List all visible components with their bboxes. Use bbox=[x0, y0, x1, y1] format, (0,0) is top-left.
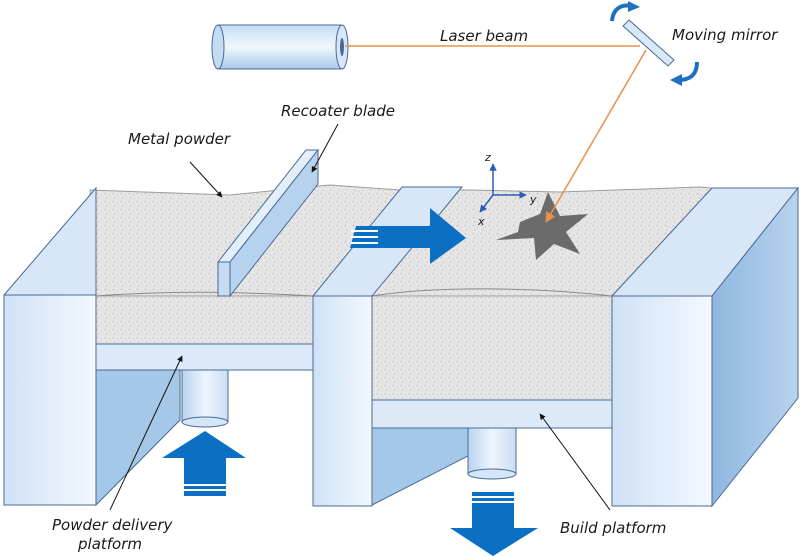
axis-x-label: x bbox=[477, 215, 485, 228]
pointer-powder-delivery bbox=[109, 355, 183, 511]
label-powder-delivery-2: platform bbox=[77, 535, 142, 553]
pointer-recoater-blade bbox=[311, 123, 339, 173]
coordinate-axes: z y x bbox=[477, 151, 537, 228]
laser-source bbox=[211, 24, 349, 70]
left-wall bbox=[3, 186, 97, 506]
right-cavity bbox=[371, 427, 471, 506]
pointer-metal-powder bbox=[189, 161, 223, 198]
right-wall bbox=[610, 186, 800, 508]
powder-delivery-platform bbox=[95, 343, 314, 428]
axis-z-label: z bbox=[484, 151, 491, 164]
axis-y-label: y bbox=[529, 193, 537, 206]
build-platform bbox=[371, 399, 613, 480]
push-up-arrow-icon bbox=[162, 431, 246, 496]
recoater-blade bbox=[216, 148, 320, 298]
push-down-arrow-icon bbox=[450, 492, 538, 556]
spread-arrow-icon bbox=[350, 208, 466, 264]
label-laser-beam: Laser beam bbox=[440, 27, 528, 45]
label-powder-delivery-1: Powder delivery bbox=[52, 516, 174, 534]
pointer-build-platform bbox=[539, 413, 611, 511]
laser-beam-down bbox=[545, 49, 647, 223]
label-metal-powder: Metal powder bbox=[128, 130, 231, 148]
label-build-platform: Build platform bbox=[560, 519, 666, 537]
moving-mirror bbox=[610, 1, 699, 86]
left-cavity bbox=[95, 369, 181, 507]
label-moving-mirror: Moving mirror bbox=[672, 26, 778, 44]
melt-pool-shape bbox=[496, 192, 588, 260]
label-recoater-blade: Recoater blade bbox=[281, 102, 395, 120]
